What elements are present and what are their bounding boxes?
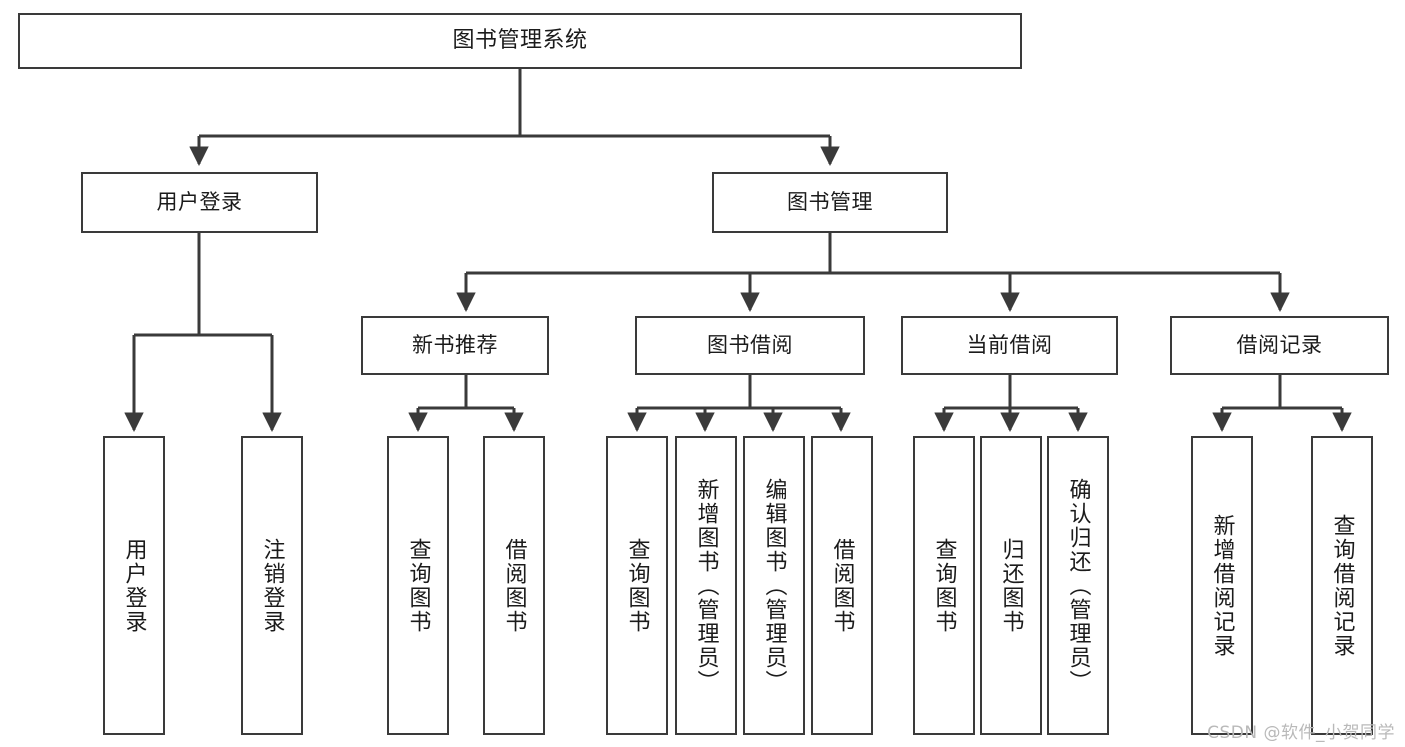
node-label: 当前借阅 [966, 333, 1053, 358]
node-user-login[interactable]: 用户登录 [81, 172, 318, 233]
node-label: 用户登录 [121, 537, 147, 634]
node-label: 用户登录 [156, 190, 243, 215]
node-label: 确认归还（管理员） [1065, 477, 1091, 694]
node-book-borrow[interactable]: 图书借阅 [635, 316, 865, 375]
node-book-management[interactable]: 图书管理 [712, 172, 948, 233]
node-label: 新书推荐 [412, 333, 498, 358]
node-root-system[interactable]: 图书管理系统 [18, 13, 1022, 69]
leaf-borrow-edit-book-admin[interactable]: 编辑图书（管理员） [743, 436, 805, 735]
watermark: CSDN @软件_小贺同学 [1207, 723, 1395, 743]
leaf-record-query-record[interactable]: 查询借阅记录 [1311, 436, 1373, 735]
node-label: 编辑图书（管理员） [761, 477, 787, 694]
leaf-borrow-query-book[interactable]: 查询图书 [606, 436, 668, 735]
node-label: 注销登录 [259, 537, 285, 634]
node-label: 借阅记录 [1236, 333, 1323, 358]
node-label: 新增借阅记录 [1209, 513, 1235, 658]
leaf-recommend-borrow-book[interactable]: 借阅图书 [483, 436, 545, 735]
node-borrow-record[interactable]: 借阅记录 [1170, 316, 1389, 375]
node-label: 查询图书 [405, 537, 431, 634]
node-new-book-recommend[interactable]: 新书推荐 [361, 316, 549, 375]
node-label: 图书借阅 [707, 333, 793, 358]
leaf-borrow-borrow-book[interactable]: 借阅图书 [811, 436, 873, 735]
leaf-record-add-record[interactable]: 新增借阅记录 [1191, 436, 1253, 735]
node-current-borrow[interactable]: 当前借阅 [901, 316, 1118, 375]
node-label: 查询借阅记录 [1329, 513, 1355, 658]
leaf-current-return-book[interactable]: 归还图书 [980, 436, 1042, 735]
node-label: 借阅图书 [829, 537, 855, 634]
node-label: 查询图书 [624, 537, 650, 634]
leaf-user-login[interactable]: 用户登录 [103, 436, 165, 735]
leaf-user-logout[interactable]: 注销登录 [241, 436, 303, 735]
node-label: 图书管理系统 [452, 28, 588, 54]
leaf-current-query-book[interactable]: 查询图书 [913, 436, 975, 735]
node-label: 借阅图书 [501, 537, 527, 634]
node-label: 新增图书（管理员） [693, 477, 719, 694]
node-label: 归还图书 [998, 537, 1024, 634]
leaf-recommend-query-book[interactable]: 查询图书 [387, 436, 449, 735]
leaf-borrow-add-book-admin[interactable]: 新增图书（管理员） [675, 436, 737, 735]
node-label: 图书管理 [787, 190, 873, 215]
node-label: 查询图书 [931, 537, 957, 634]
leaf-current-confirm-return-admin[interactable]: 确认归还（管理员） [1047, 436, 1109, 735]
